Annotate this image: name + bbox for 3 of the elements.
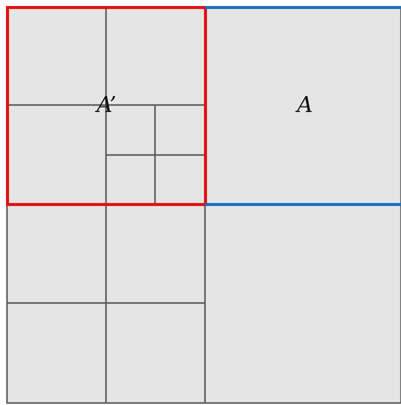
region-label: A xyxy=(297,95,313,117)
region-band xyxy=(205,6,401,206)
highlight-frame xyxy=(6,6,207,206)
